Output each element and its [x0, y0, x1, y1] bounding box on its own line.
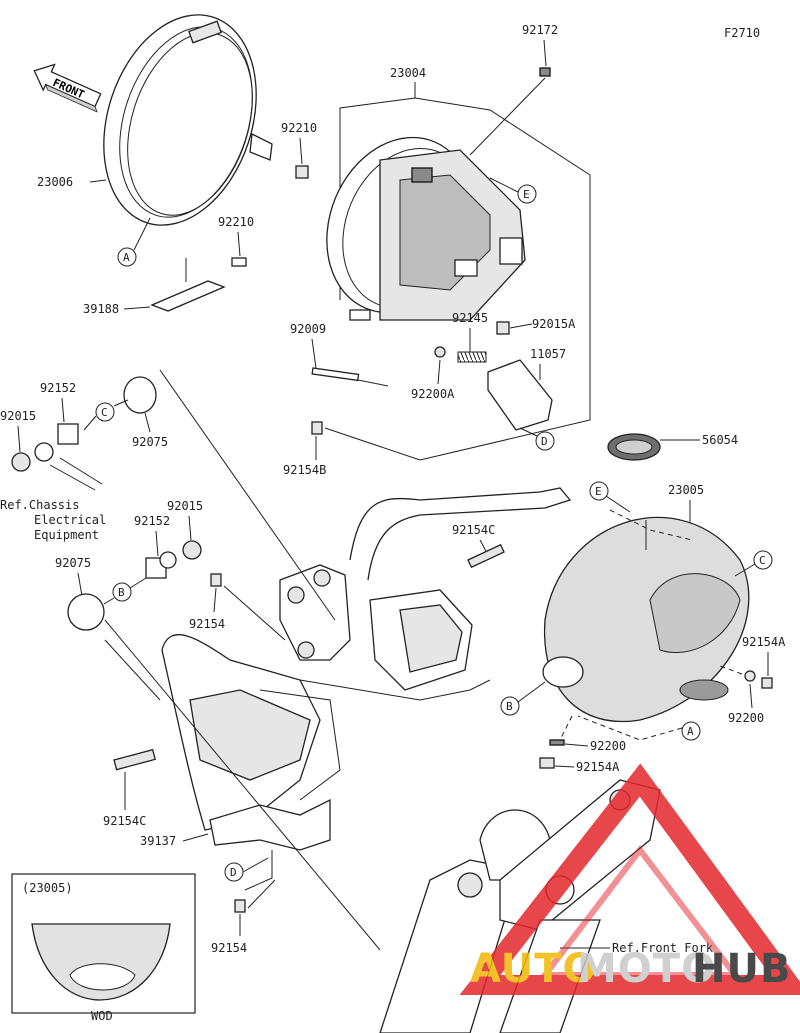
screw-92154B: [311, 421, 323, 435]
collar-92152-a: [57, 423, 79, 445]
washer-b: [159, 551, 177, 569]
screw-92154-a: [210, 573, 222, 587]
part-39137: 39137: [140, 834, 176, 848]
part-92200A: 92200A: [411, 387, 455, 401]
svg-text:D: D: [230, 866, 237, 879]
callout-A-1: [117, 247, 137, 267]
callout-D-1: [535, 431, 555, 451]
part-92154-b: 92154: [211, 941, 247, 955]
svg-text:E: E: [523, 188, 530, 201]
washer-92200-b: [549, 739, 565, 746]
part-92154A-a: 92154A: [742, 635, 786, 649]
part-92015-a: 92015: [0, 409, 36, 423]
callout-E-1: [517, 184, 537, 204]
part-92172: 92172: [522, 23, 558, 37]
part-39188: 39188: [83, 302, 119, 316]
callout-C-1: [95, 402, 115, 422]
part-23005: 23005: [668, 483, 704, 497]
part-92154-a: 92154: [189, 617, 225, 631]
bracket-11057: [487, 359, 553, 431]
part-92154A-b: 92154A: [576, 760, 620, 774]
part-11057: 11057: [530, 347, 566, 361]
headlight-unit: [326, 136, 526, 321]
screw-92210: [231, 257, 247, 267]
callout-B-2: [500, 696, 520, 716]
part-92009: 92009: [290, 322, 326, 336]
ref-chassis-3: Equipment: [34, 528, 99, 542]
grommet-92075-a: [123, 376, 157, 414]
headlight-rim: [103, 14, 273, 226]
nut-92015-a: [11, 452, 31, 472]
svg-text:C: C: [101, 406, 108, 419]
part-92210-b: 92210: [218, 215, 254, 229]
part-92075-b: 92075: [55, 556, 91, 570]
watermark-triangle-icon: [459, 763, 800, 995]
callout-A-2: [681, 721, 701, 741]
svg-text:B: B: [118, 586, 125, 599]
headlight-bracket: [161, 487, 572, 851]
callout-B-1: [112, 582, 132, 602]
nut-92015A: [496, 321, 510, 335]
dash-E: [609, 509, 693, 541]
part-23004: 23004: [390, 66, 426, 80]
screw-92154-b: [234, 899, 246, 913]
screw-92154A-a: [761, 677, 773, 689]
bolt-92154C-b: [113, 748, 157, 771]
bolt-92009: [311, 367, 360, 382]
callout-C-2: [753, 550, 773, 570]
inset-note: WOD: [91, 1009, 113, 1023]
spring-92145: [457, 351, 487, 363]
part-92154C-a: 92154C: [452, 523, 495, 537]
part-92145: 92145: [452, 311, 488, 325]
part-56054: 56054: [702, 433, 738, 447]
screw-92154A-b: [539, 757, 555, 769]
svg-text:C: C: [759, 554, 766, 567]
part-23006: 23006: [37, 175, 73, 189]
part-92015-b: 92015: [167, 499, 203, 513]
headlight-housing-23005: [542, 516, 750, 723]
label-39188: [150, 280, 226, 312]
grommet-92075-b: [67, 593, 105, 631]
washer-a: [34, 442, 54, 462]
figure-code: F2710: [724, 26, 760, 40]
ref-front-fork: Ref.Front Fork: [612, 941, 714, 955]
part-92210-a: 92210: [281, 121, 317, 135]
watermark-hub: HUB: [692, 946, 791, 992]
part-92200-a: 92200: [728, 711, 764, 725]
part-92200-b: 92200: [590, 739, 626, 753]
inset-title: (23005): [22, 881, 73, 895]
screw-92172: [539, 67, 551, 77]
bolt-92154C-a: [467, 543, 505, 569]
part-92152-b: 92152: [134, 514, 170, 528]
nut-92210: [295, 165, 309, 179]
washer-92200-a: [744, 670, 756, 682]
front-arrow-icon: FRONT: [33, 63, 102, 113]
watermark-auto: AUTO: [470, 946, 598, 992]
part-92152-a: 92152: [40, 381, 76, 395]
svg-text:A: A: [123, 251, 130, 264]
callout-E-2: [589, 481, 609, 501]
ref-chassis-2: Electrical: [34, 513, 106, 527]
part-92154B: 92154B: [283, 463, 326, 477]
part-92015A: 92015A: [532, 317, 576, 331]
svg-text:D: D: [541, 435, 548, 448]
inset-housing: [31, 923, 171, 1001]
part-92075-a: 92075: [132, 435, 168, 449]
part-92154C-b: 92154C: [103, 814, 146, 828]
nut-92015-b: [182, 540, 202, 560]
svg-text:A: A: [687, 725, 694, 738]
svg-text:E: E: [595, 485, 602, 498]
automotohub-watermark: AUTO MOTO HUB: [459, 763, 800, 995]
watermark-moto: MOTO: [577, 946, 716, 992]
ref-chassis-1: Ref.Chassis: [0, 498, 79, 512]
washer-92200A: [434, 346, 446, 358]
svg-text:B: B: [506, 700, 513, 713]
emblem-56054: [607, 433, 661, 461]
